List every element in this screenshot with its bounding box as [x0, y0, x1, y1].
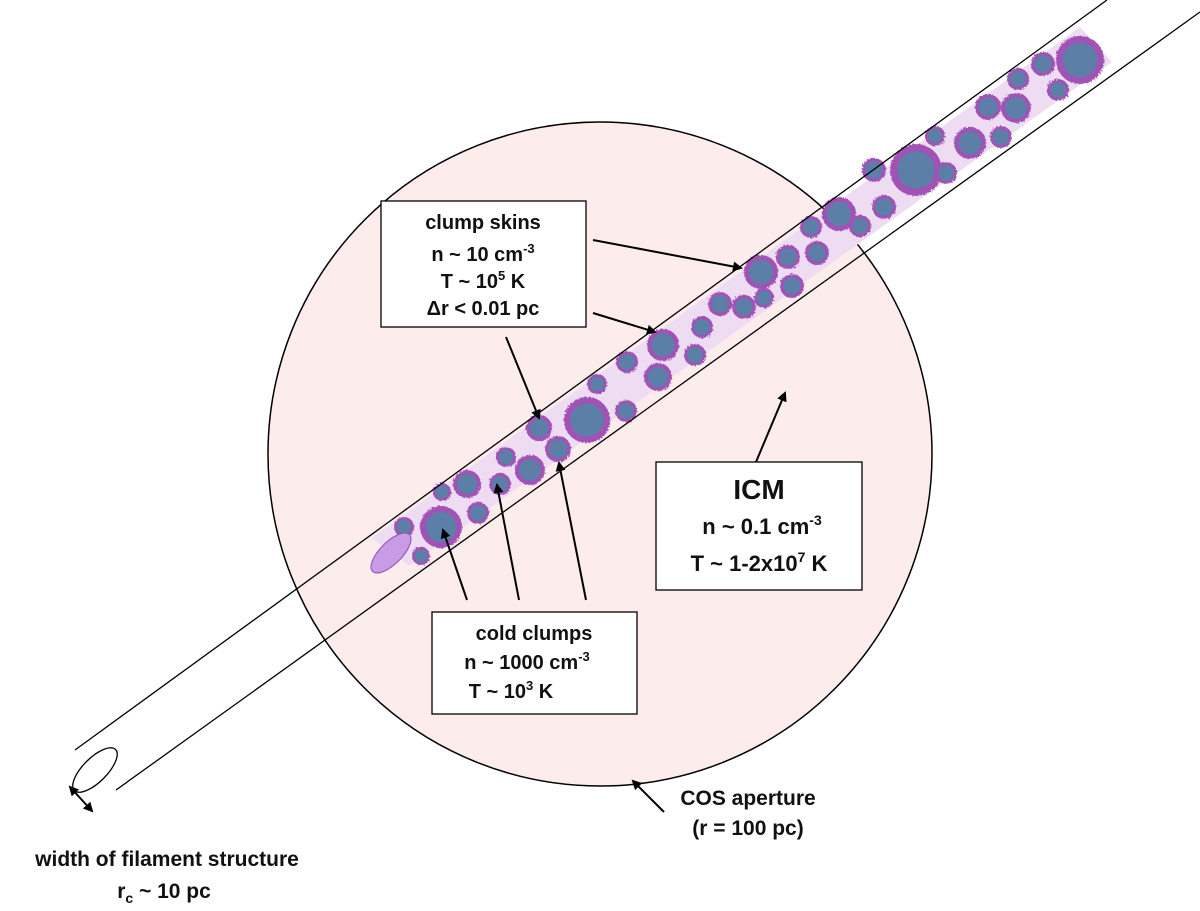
clump-core — [647, 366, 669, 388]
clump-core — [435, 485, 449, 499]
clump-core — [958, 131, 982, 155]
clump-core — [498, 449, 514, 465]
clump-core — [993, 129, 1009, 145]
clump-core — [414, 549, 428, 563]
clump-skins-label: clump skins n ~ 10 cm-3 T ~ 105 K Δr < 0… — [380, 200, 587, 328]
clumps-temperature: T ~ 103 K — [469, 678, 554, 703]
clump-core — [529, 418, 549, 438]
clump-core — [711, 295, 729, 313]
clump-core — [570, 403, 604, 437]
skins-temperature: T ~ 105 K — [441, 268, 526, 293]
clump-core — [519, 459, 541, 481]
skins-arrow-2 — [592, 312, 657, 335]
clumps-title: cold clumps — [476, 623, 593, 645]
clump-core — [826, 201, 852, 227]
clump-core — [735, 298, 753, 316]
clump-core — [779, 248, 797, 266]
aperture-arrow — [631, 779, 665, 813]
skins-arrow-3 — [505, 336, 541, 420]
clumps-arrow-2 — [493, 483, 520, 601]
clump-core — [748, 259, 774, 285]
icm-label: ICM n ~ 0.1 cm-3 T ~ 1-2x107 K — [655, 461, 863, 591]
clump-core — [875, 198, 893, 216]
clumps-arrow-3 — [555, 461, 587, 601]
clump-core — [897, 151, 935, 189]
clump-core — [619, 354, 635, 370]
clump-core — [938, 165, 954, 181]
clump-core — [1062, 42, 1098, 78]
filament-width-label-line2: rc ~ 10 pc — [117, 880, 211, 906]
clump-core — [978, 97, 998, 117]
clump-core — [492, 476, 508, 492]
clump-core — [1050, 82, 1066, 98]
clump-core — [756, 290, 772, 306]
clumps-density: n ~ 1000 cm-3 — [464, 649, 590, 674]
clump-core — [618, 403, 634, 419]
clumps-group — [394, 36, 1104, 565]
filament-upper-edge — [74, 0, 1108, 751]
clump-core — [852, 218, 868, 234]
skins-arrow-1 — [592, 239, 743, 272]
icm-temperature: T ~ 1-2x107 K — [691, 549, 828, 576]
clump-core — [548, 439, 568, 459]
icm-density: n ~ 0.1 cm-3 — [702, 512, 822, 539]
clump-core — [687, 347, 703, 363]
icm-title: ICM — [733, 474, 784, 505]
filament-lower-edge — [115, 11, 1200, 791]
aperture-label-line1: COS aperture — [680, 787, 815, 810]
filament-end-cap — [72, 747, 118, 793]
clump-core — [803, 219, 819, 235]
skins-title: clump skins — [425, 212, 541, 234]
clumps-arrow-1 — [440, 528, 468, 601]
clump-core — [456, 473, 478, 495]
clump-core — [1005, 97, 1027, 119]
clump-core — [1010, 71, 1026, 87]
cold-clumps-label: cold clumps n ~ 1000 cm-3 T ~ 103 K — [431, 611, 638, 715]
clump-core — [589, 376, 605, 392]
clump-core — [694, 319, 710, 335]
aperture-label-line2: (r = 100 pc) — [692, 817, 803, 840]
clump-core — [808, 244, 826, 262]
clump-core — [783, 277, 801, 295]
clump-core — [651, 333, 675, 357]
icm-arrow — [755, 391, 787, 463]
clump-core — [470, 505, 486, 521]
clump-core — [425, 511, 457, 543]
clump-core — [396, 519, 412, 535]
width-double-arrow — [68, 785, 94, 813]
filament-width-label-line1: width of filament structure — [34, 848, 299, 871]
filament-slab-cap — [370, 532, 412, 574]
skins-thickness: Δr < 0.01 pc — [427, 298, 540, 320]
clump-core — [927, 128, 943, 144]
clump-core — [1034, 55, 1052, 73]
skins-density: n ~ 10 cm-3 — [431, 241, 534, 266]
